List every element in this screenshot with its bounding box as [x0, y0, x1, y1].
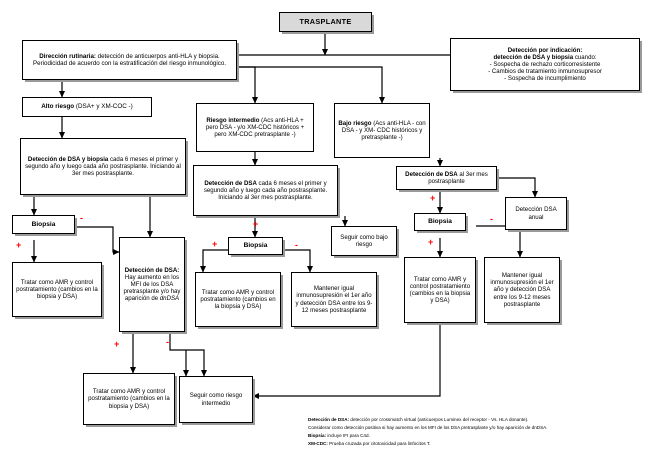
node-biopsia-bajo[interactable]: Biopsia	[414, 213, 466, 231]
deteccion-dsa-hay-strong: Detección de DSA:	[124, 266, 180, 274]
indicacion-subtitle-strong: detección de DSA y biopsia	[493, 53, 574, 61]
dsa-inter-strong: Detección de DSA	[204, 179, 257, 187]
footnote-4: XM-CDC: Prueba cruzada por citotoxicidad…	[308, 440, 430, 447]
alto-riesgo-strong: Alto riesgo	[41, 103, 75, 111]
deteccion-dsa-hay-rest: Hay aumento en los MFI de los DSA pretra…	[123, 273, 181, 303]
direccion-rutinaria-strong: Dirección rutinaria:	[39, 52, 96, 60]
deteccion-dsa-anual-label: Detección DSA anual	[515, 206, 557, 221]
footnote-3-strong: Biopsia:	[308, 433, 327, 438]
node-mantener-intermedio[interactable]: Mantener igual inmunosupresión el 1er añ…	[291, 272, 377, 327]
node-tratar-amr-alto[interactable]: Tratar como AMR y control postratamiento…	[12, 262, 102, 317]
node-bajo-riesgo[interactable]: Bajo riesgo (Acs anti-HLA - con DSA - y …	[334, 103, 430, 158]
sign-inter-biopsia-minus: -	[295, 240, 298, 250]
footnote-3: Biopsia: incluye IFI para C4d.	[308, 432, 370, 439]
dsa-biopsia-alto-strong: Detección de DSA y biopsia	[27, 155, 109, 163]
node-tratar-amr-bottom[interactable]: Tratar como AMR y control postratamiento…	[83, 373, 175, 425]
footnote-2-text: Considerar como detección positiva si ha…	[308, 425, 548, 430]
sign-inter-biopsia-left-plus: +	[212, 239, 218, 249]
node-deteccion-dsa-bajo[interactable]: Detección de DSA al 3er mes postrasplant…	[396, 166, 497, 190]
indicacion-bullet-1: - Sospecha de rechazo corticorresistente	[489, 60, 601, 68]
dsa-bajo-strong: Detección de DSA	[405, 170, 458, 178]
node-biopsia-intermedio[interactable]: Biopsia	[228, 237, 283, 255]
node-tratar-amr-intermedio[interactable]: Tratar como AMR y control postratamiento…	[195, 272, 281, 327]
footnote-1: Detección de DSA: detección por crossmat…	[308, 416, 528, 423]
footnote-1-strong: Detección de DSA:	[308, 417, 350, 422]
node-tratar-amr-bajo[interactable]: Tratar como AMR y control postratamiento…	[404, 257, 476, 323]
node-deteccion-dsa-intermedio[interactable]: Detección de DSA cada 6 meses el primer …	[193, 165, 338, 216]
node-mantener-bajo[interactable]: Mantener igual inmunosupresión el 1er añ…	[484, 257, 560, 323]
dsa-inter-rest: cada 6 meses el primer y segundo año y l…	[203, 179, 328, 202]
node-deteccion-dsa-hay[interactable]: Detección de DSA: Hay aumento en los MFI…	[119, 237, 185, 332]
indicacion-subtitle-rest: cuando:	[573, 53, 597, 61]
indicacion-title: Detección por indicación:	[507, 46, 583, 54]
node-deteccion-por-indicacion[interactable]: Detección por indicación: detección de D…	[450, 38, 640, 91]
indicacion-bullet-3: - Sospecha de incumplimiento	[504, 75, 586, 83]
footnote-4-text: Prueba cruzada por citotoxicidad para li…	[327, 441, 431, 446]
node-alto-riesgo[interactable]: Alto riesgo (DSA+ y XM-COC -)	[22, 97, 152, 117]
dsa-biopsia-alto-rest: cada 6 meses el primer y segundo año y l…	[25, 155, 181, 178]
node-direccion-rutinaria[interactable]: Dirección rutinaria: detección de anticu…	[22, 40, 237, 80]
bajo-riesgo-rest: (Acs anti-HLA - con DSA - y XM- CDC hist…	[341, 119, 426, 142]
footnote-1-text: detección por crossmatch virtual (anticu…	[349, 417, 529, 422]
dsa-bajo-rest: al 3er mes postrasplante	[428, 170, 488, 185]
sign-inter-biopsia-plus: +	[253, 219, 259, 229]
sign-dsa-hay-plus: +	[114, 339, 120, 349]
sign-bajo-plus: +	[430, 193, 436, 203]
node-trasplante[interactable]: TRASPLANTE	[279, 12, 372, 32]
sign-alto-biopsia-plus: +	[16, 240, 22, 250]
direccion-rutinaria-rest: detección de anticuerpos anti-HLA y biop…	[33, 52, 226, 67]
footnote-2: Considerar como detección positiva si ha…	[308, 424, 548, 431]
riesgo-intermedio-strong: Riesgo intermedio	[206, 116, 260, 124]
riesgo-intermedio-rest: (Acs anti-HLA + pero DSA - y/o XM-CDC hi…	[205, 116, 305, 139]
footnote-4-strong: XM-CDC:	[308, 441, 328, 446]
sign-dsa-hay-minus: -	[166, 337, 169, 347]
node-seguir-riesgo-intermedio[interactable]: Seguir como riesgo intermedio	[179, 376, 253, 423]
alto-riesgo-rest: (DSA+ y XM-COC -)	[74, 103, 133, 111]
bajo-riesgo-strong: Bajo riesgo	[338, 119, 372, 127]
sign-bajo-biopsia-minus: -	[490, 214, 493, 224]
node-riesgo-intermedio[interactable]: Riesgo intermedio (Acs anti-HLA + pero D…	[196, 103, 314, 152]
sign-bajo-biopsia-plus: +	[428, 237, 434, 247]
node-deteccion-dsa-biopsia-alto[interactable]: Detección de DSA y biopsia cada 6 meses …	[20, 138, 186, 195]
footnote-3-text: incluye IFI para C4d.	[326, 433, 370, 438]
node-seguir-bajo-riesgo[interactable]: Seguir como bajo riesgo	[331, 226, 397, 256]
indicacion-bullet-2: - Cambios de tratamiento inmunosupresor	[488, 68, 602, 76]
sign-alto-biopsia-minus: -	[80, 213, 83, 223]
deteccion-dsa-hay-italic: dnDSA	[159, 295, 180, 303]
node-deteccion-dsa-anual[interactable]: Detección DSA anual	[505, 197, 567, 230]
node-biopsia-alto[interactable]: Biopsia	[12, 215, 75, 234]
